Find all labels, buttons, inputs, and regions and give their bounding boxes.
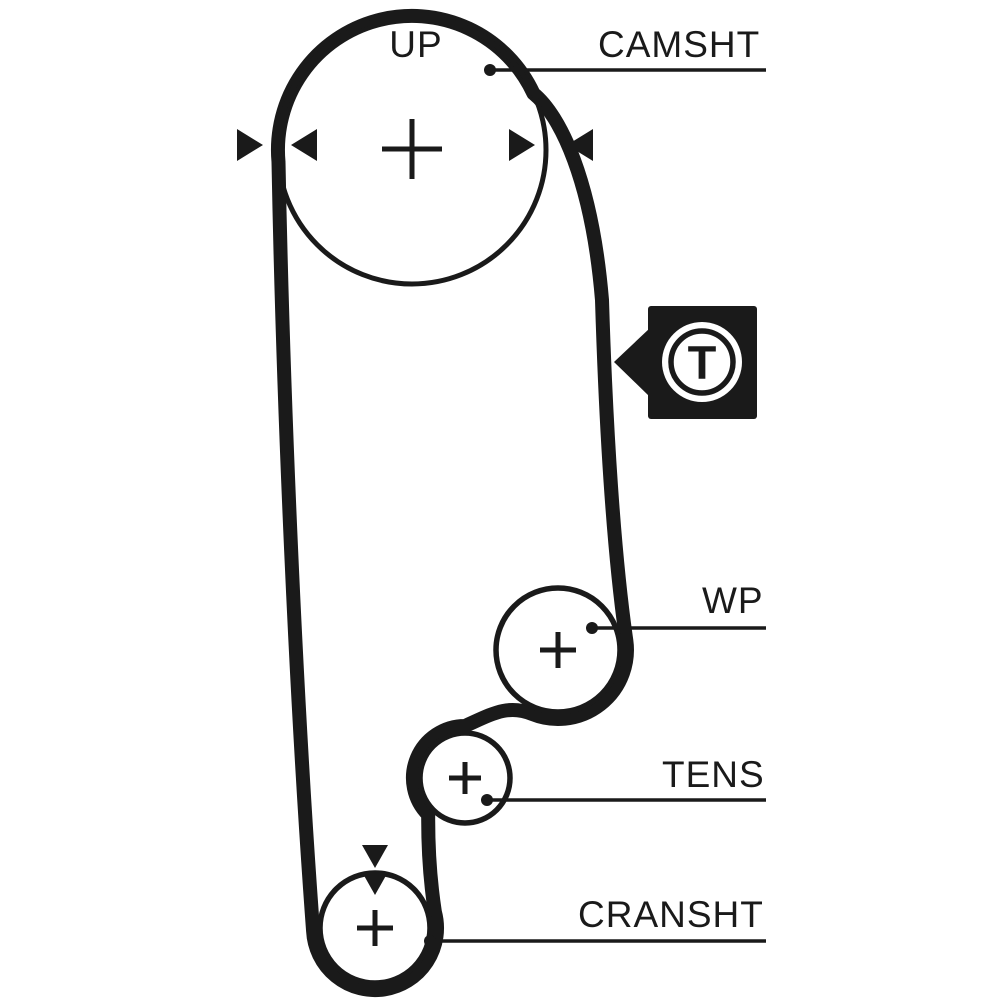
arrow-down-icon [362,845,388,868]
timing-belt-path [270,8,634,997]
timing-mark-badge: T [614,306,757,419]
arrow-down-icon [362,872,388,895]
arrow-left-icon [567,129,593,161]
camshaft-center-mark [382,119,442,179]
water-pump-center-mark [540,632,576,668]
leader-lines [430,68,766,943]
belt-span-arrows [237,129,593,161]
water-pump-leader-dot [586,622,598,634]
badge-circle-ring [668,328,736,396]
water-pump-pulley [493,585,623,715]
tensioner-center-mark [449,762,481,794]
camshaft-label: CAMSHT [598,24,760,65]
arrow-left-icon [291,129,317,161]
arrow-right-icon [237,129,263,161]
tensioner-pulley [417,730,513,826]
arrow-right-icon [509,129,535,161]
tension-check-arrows [362,845,388,895]
up-label: UP [389,24,442,65]
leader-dots [424,64,598,947]
crankshaft-label: CRANSHT [578,894,764,935]
tensioner-label: TENS [662,754,765,795]
crankshaft-leader-dot [424,935,436,947]
tensioner-leader-dot [481,794,493,806]
timing-mark-symbol: T [688,336,717,389]
camshaft-pulley [275,13,549,287]
water-pump-label: WP [702,580,764,621]
badge-arrow-left-icon [614,328,650,397]
camshaft-leader-dot [484,64,496,76]
crankshaft-center-mark [357,910,393,946]
